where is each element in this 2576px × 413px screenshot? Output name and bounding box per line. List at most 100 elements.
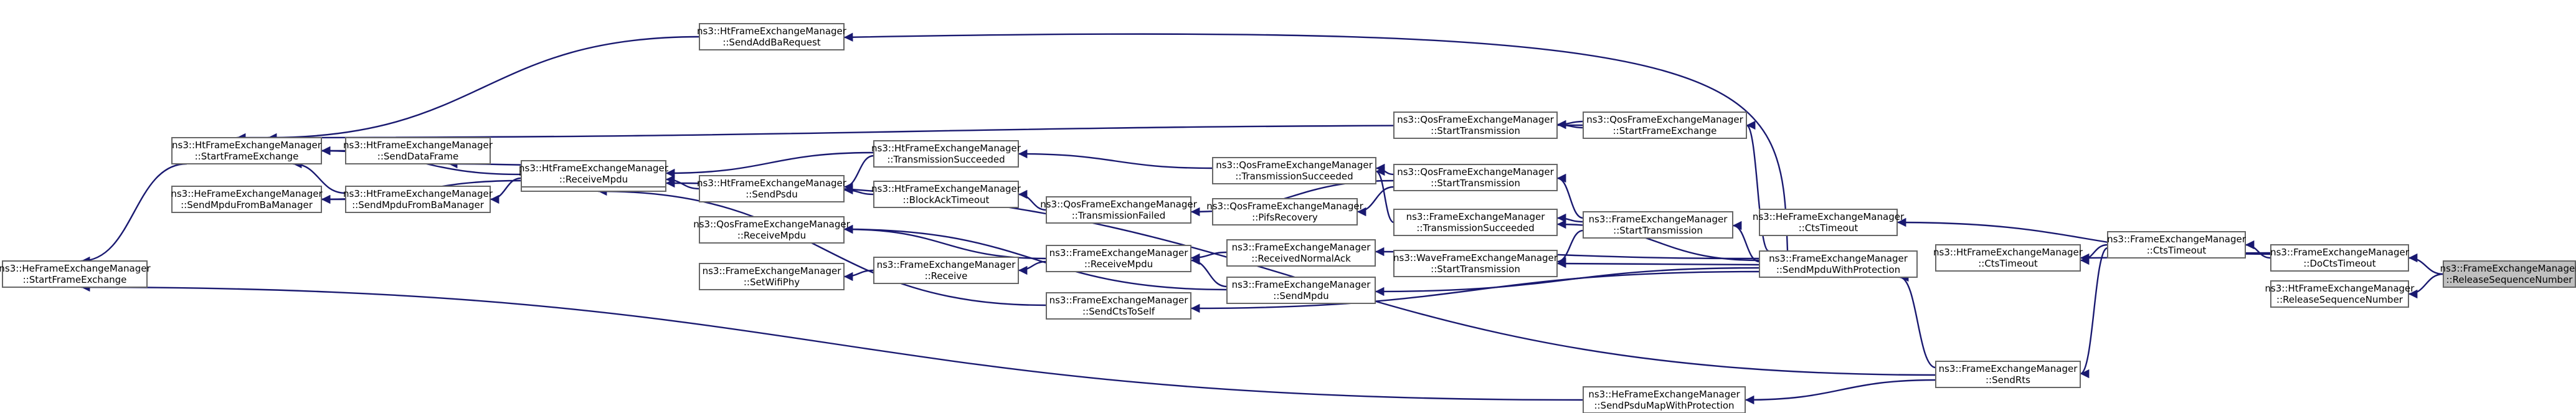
- node-n08[interactable]: ns3::HeFrameExchangeManager::SendPsduMap…: [1583, 386, 1746, 413]
- node-method-label: ::StartTransmission: [1431, 178, 1520, 189]
- node-n11[interactable]: ns3::HtFrameExchangeManager::SendDataFra…: [343, 137, 493, 164]
- node-box[interactable]: [1046, 292, 1191, 320]
- edge-n15-n16: [1556, 213, 1584, 223]
- node-box[interactable]: [1935, 244, 2081, 272]
- node-n06[interactable]: ns3::FrameExchangeManager::SendRts: [1935, 361, 2081, 388]
- node-box[interactable]: [1583, 386, 1746, 413]
- node-n21[interactable]: ns3::QosFrameExchangeManager::Transmissi…: [1212, 157, 1376, 184]
- node-box[interactable]: [699, 175, 845, 202]
- edge-n15-n19: [1556, 173, 1584, 219]
- node-box[interactable]: [171, 137, 322, 164]
- node-n10[interactable]: ns3::HeFrameExchangeManager::StartFrameE…: [0, 260, 151, 288]
- node-n07[interactable]: ns3::FrameExchangeManager::SendMpduWithP…: [1759, 250, 1918, 278]
- node-class-label: ns3::HtFrameExchangeManager: [2265, 283, 2415, 294]
- node-n23[interactable]: ns3::HtFrameExchangeManager::ReceiveMpdu: [519, 160, 669, 188]
- node-n05[interactable]: ns3::HtFrameExchangeManager::CtsTimeout: [1933, 244, 2083, 272]
- node-method-label: ::ReceivedNormalAck: [1251, 253, 1351, 264]
- node-box[interactable]: [2270, 244, 2409, 272]
- node-n01[interactable]: ns3::FrameExchangeManager::DoCtsTimeout: [2270, 244, 2410, 272]
- node-box[interactable]: [345, 186, 491, 213]
- node-n03[interactable]: ns3::FrameExchangeManager::CtsTimeout: [2107, 231, 2247, 259]
- edge-n03-n06: [2080, 247, 2108, 379]
- edge-n00-n02: [2408, 273, 2444, 299]
- node-method-label: ::ReceiveMpdu: [737, 230, 806, 241]
- node-n32[interactable]: ns3::FrameExchangeManager::SetWifiPhy: [699, 263, 845, 290]
- edge-n33-n29: [1190, 255, 1228, 288]
- node-box[interactable]: [699, 23, 845, 50]
- node-n24[interactable]: ns3::HtFrameExchangeManager::SendPsdu: [697, 175, 847, 202]
- node-method-label: ::SendCtsToSelf: [1082, 306, 1155, 317]
- node-n15[interactable]: ns3::FrameExchangeManager::StartTransmis…: [1583, 211, 1733, 239]
- node-box[interactable]: [873, 181, 1019, 208]
- node-method-label: ::StartTransmission: [1613, 225, 1703, 236]
- node-n02[interactable]: ns3::HtFrameExchangeManager::ReleaseSequ…: [2265, 280, 2415, 308]
- node-class-label: ns3::FrameExchangeManager: [877, 259, 1016, 270]
- node-class-label: ns3::QosFrameExchangeManager: [693, 219, 850, 230]
- edge-n29-n31: [1018, 260, 1047, 275]
- node-class-label: ns3::FrameExchangeManager: [1232, 242, 1371, 253]
- node-box[interactable]: [2107, 231, 2246, 259]
- node-method-label: ::CtsTimeout: [1799, 222, 1859, 234]
- node-box[interactable]: [2, 260, 148, 288]
- node-box[interactable]: [1212, 157, 1376, 184]
- node-box[interactable]: [1583, 211, 1733, 239]
- node-box[interactable]: [1212, 198, 1358, 225]
- node-class-label: ns3::WaveFrameExchangeManager: [1393, 252, 1558, 263]
- node-box[interactable]: [1226, 277, 1376, 304]
- node-n14[interactable]: ns3::HeFrameExchangeManager::SendMpduFro…: [171, 186, 323, 213]
- node-n00[interactable]: ns3::FrameExchangeManager::ReleaseSequen…: [2440, 260, 2576, 288]
- node-n13[interactable]: ns3::HtFrameExchangeManager::StartFrameE…: [171, 137, 322, 164]
- node-box[interactable]: [171, 186, 322, 213]
- node-box[interactable]: [2443, 260, 2576, 288]
- node-box[interactable]: [1393, 209, 1558, 236]
- node-n30[interactable]: ns3::QosFrameExchangeManager::ReceiveMpd…: [693, 216, 851, 244]
- node-n17[interactable]: ns3::QosFrameExchangeManager::StartTrans…: [1393, 112, 1558, 139]
- node-method-label: ::ReleaseSequenceNumber: [2276, 294, 2403, 305]
- node-method-label: ::StartFrameExchange: [1613, 125, 1717, 136]
- node-method-label: ::ReleaseSequenceNumber: [2446, 274, 2574, 285]
- node-box[interactable]: [699, 263, 845, 290]
- node-n28[interactable]: ns3::FrameExchangeManager::ReceivedNorma…: [1226, 239, 1376, 267]
- node-n29[interactable]: ns3::FrameExchangeManager::ReceiveMpdu: [1046, 245, 1191, 272]
- node-n31[interactable]: ns3::FrameExchangeManager::Receive: [873, 257, 1019, 284]
- node-n27[interactable]: ns3::QosFrameExchangeManager::PifsRecove…: [1206, 198, 1364, 225]
- node-box[interactable]: [521, 160, 666, 188]
- edge-n33-n30: [843, 224, 1228, 291]
- node-box[interactable]: [1393, 164, 1558, 191]
- node-box[interactable]: [873, 257, 1019, 284]
- edge-n19-n27: [1357, 186, 1395, 217]
- node-n12[interactable]: ns3::HtFrameExchangeManager::SendMpduFro…: [343, 186, 493, 213]
- node-box[interactable]: [1393, 112, 1558, 139]
- node-box[interactable]: [1759, 209, 1898, 236]
- node-box[interactable]: [1046, 196, 1191, 224]
- node-box[interactable]: [1935, 361, 2081, 388]
- node-class-label: ns3::FrameExchangeManager: [1939, 363, 2078, 374]
- node-n26[interactable]: ns3::QosFrameExchangeManager::Transmissi…: [1040, 196, 1198, 224]
- node-box[interactable]: [1226, 239, 1376, 267]
- node-box[interactable]: [873, 140, 1019, 168]
- node-box[interactable]: [1583, 112, 1747, 139]
- node-n16[interactable]: ns3::FrameExchangeManager::TransmissionS…: [1393, 209, 1558, 236]
- node-box[interactable]: [1759, 250, 1918, 278]
- node-n33[interactable]: ns3::FrameExchangeManager::SendMpdu: [1226, 277, 1376, 304]
- node-n20[interactable]: ns3::HtFrameExchangeManager::SendAddBaRe…: [697, 23, 847, 50]
- node-n19[interactable]: ns3::QosFrameExchangeManager::StartTrans…: [1393, 164, 1558, 191]
- node-box[interactable]: [2270, 280, 2409, 308]
- node-n34[interactable]: ns3::WaveFrameExchangeManager::StartTran…: [1393, 250, 1558, 277]
- edge-n22-n24: [843, 154, 874, 192]
- node-n04[interactable]: ns3::HeFrameExchangeManager::CtsTimeout: [1753, 209, 1905, 236]
- node-box[interactable]: [345, 137, 491, 164]
- node-n25[interactable]: ns3::HtFrameExchangeManager::BlockAckTim…: [871, 181, 1021, 208]
- edge-n07-n34: [1556, 259, 1760, 268]
- node-class-label: ns3::QosFrameExchangeManager: [1040, 199, 1197, 210]
- edge-n24-n09: [665, 174, 700, 190]
- node-n22[interactable]: ns3::HtFrameExchangeManager::Transmissio…: [871, 140, 1021, 168]
- node-box[interactable]: [699, 216, 845, 244]
- node-n18[interactable]: ns3::QosFrameExchangeManager::StartFrame…: [1583, 112, 1747, 139]
- node-box[interactable]: [1046, 245, 1191, 272]
- node-method-label: ::SendRts: [1986, 374, 2030, 386]
- node-n35[interactable]: ns3::FrameExchangeManager::SendCtsToSelf: [1046, 292, 1191, 320]
- node-method-label: ::StartFrameExchange: [195, 151, 299, 162]
- node-box[interactable]: [1393, 250, 1558, 277]
- node-class-label: ns3::HeFrameExchangeManager: [1588, 389, 1740, 400]
